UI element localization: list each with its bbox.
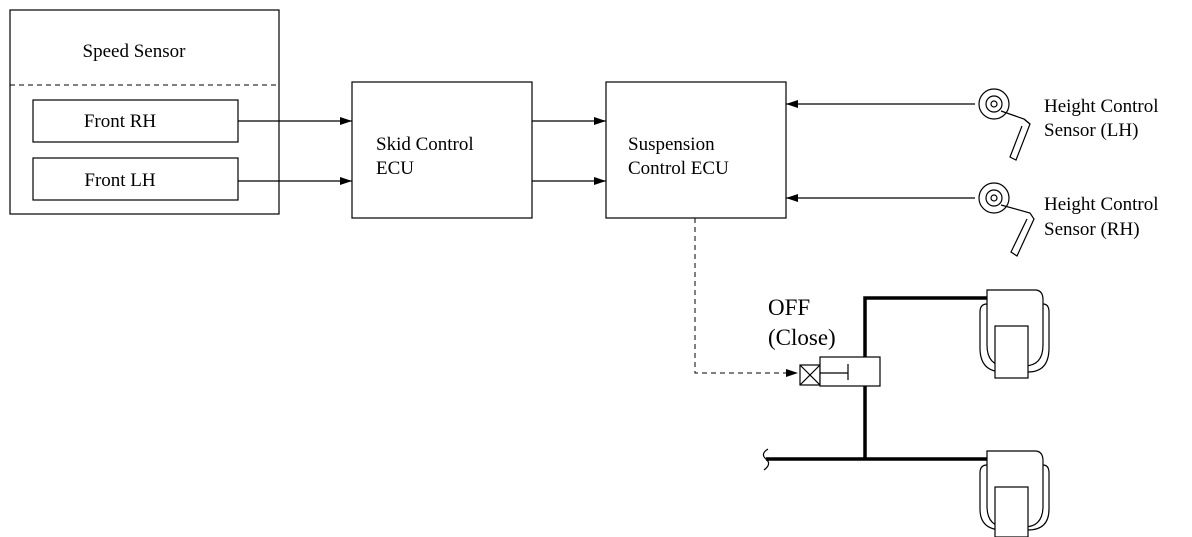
skid-control-ecu: Skid Control ECU: [351, 81, 533, 219]
height-sensor-lh-label-line1: Height Control: [1044, 96, 1159, 117]
pipe-break-mark: [762, 448, 770, 471]
solenoid-valve: [799, 356, 881, 387]
height-sensor-lh: Height Control Sensor (LH): [978, 88, 1159, 161]
height-sensor-rh-label-line1: Height Control: [1044, 194, 1159, 215]
speed-sensor-title: Speed Sensor: [83, 41, 187, 62]
front-lh-label: Front LH: [84, 170, 156, 191]
suspension-control-ecu: Suspension Control ECU: [605, 81, 787, 219]
skid-control-ecu-box: [351, 81, 533, 219]
speed-sensor-group: Speed Sensor Front RH Front LH: [9, 9, 280, 215]
suspension-chamber-lower: [979, 450, 1050, 537]
valve-control-arrowhead: [786, 369, 798, 377]
valve-state-label-line2: (Close): [768, 325, 836, 350]
height-sensor-lh-icon: [978, 88, 1031, 161]
height-sensor-lh-label-line2: Sensor (LH): [1044, 120, 1138, 141]
height-sensor-rh-label-line2: Sensor (RH): [1044, 219, 1140, 240]
front-lh-box: [32, 157, 239, 201]
front-rh-box: [32, 99, 239, 143]
suspension-control-ecu-box: [605, 81, 787, 219]
valve-control-dashed-line: [694, 218, 790, 374]
suspension-chamber-upper: [979, 289, 1050, 379]
front-rh-label: Front RH: [84, 111, 157, 132]
height-sensor-rh-icon: [978, 182, 1035, 257]
skid-control-ecu-label-line1: Skid Control: [376, 134, 474, 155]
valve-state-label-line1: OFF: [768, 295, 810, 320]
suspension-control-ecu-label-line2: Control ECU: [628, 158, 729, 179]
air-line-upper: [863, 296, 987, 357]
skid-control-ecu-label-line2: ECU: [376, 158, 414, 179]
suspension-control-ecu-label-line1: Suspension: [628, 134, 715, 155]
solenoid-valve-body: [819, 356, 881, 387]
height-sensor-rh: Height Control Sensor (RH): [978, 182, 1159, 257]
